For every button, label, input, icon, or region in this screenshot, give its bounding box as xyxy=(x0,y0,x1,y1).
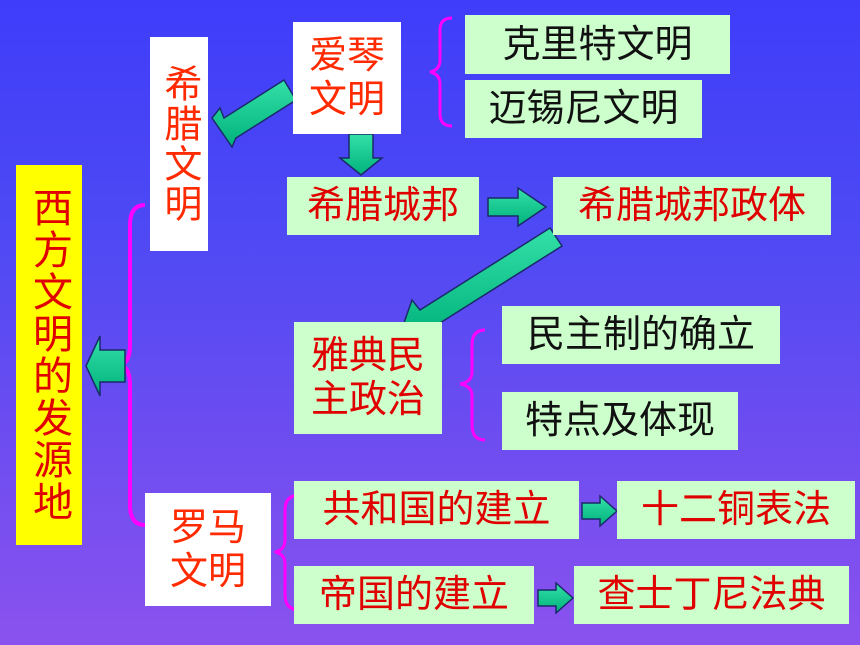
athens-brace xyxy=(459,328,486,442)
twelve-tables-label: 十二铜表法 xyxy=(640,487,831,532)
democracy-label: 民主制的确立 xyxy=(526,312,755,357)
polity-node: 希腊城邦政体 xyxy=(553,177,831,235)
arrow-aiqin-to-greece xyxy=(211,78,298,149)
arrow-empire-to-justinian xyxy=(537,581,575,615)
athens-node: 雅典民主政治 xyxy=(294,322,442,434)
justinian-node: 查士丁尼法典 xyxy=(574,566,849,624)
rome-label: 罗马文明 xyxy=(169,504,246,593)
rome-brace xyxy=(274,493,301,612)
mycenae-label: 迈锡尼文明 xyxy=(488,86,679,131)
democracy-node: 民主制的确立 xyxy=(502,306,780,364)
rome-node: 罗马文明 xyxy=(145,493,271,606)
features-node: 特点及体现 xyxy=(502,392,738,450)
greece-node: 希腊文明 xyxy=(150,37,208,251)
crete-label: 克里特文明 xyxy=(502,21,693,66)
arrow-citystate-to-polity xyxy=(487,186,548,228)
root-node: 西方文明的发源地 xyxy=(16,165,82,545)
polity-label: 希腊城邦政体 xyxy=(577,183,806,228)
republic-label: 共和国的建立 xyxy=(322,487,551,532)
arrow-republic-to-tables xyxy=(581,494,619,528)
athens-label: 雅典民主政治 xyxy=(310,333,425,421)
arrow-aiqin-to-citystate xyxy=(337,133,385,176)
city-state-label: 希腊城邦 xyxy=(306,183,459,228)
aiqin-label: 爱琴文明 xyxy=(308,33,385,121)
twelve-tables-node: 十二铜表法 xyxy=(617,481,855,539)
mycenae-node: 迈锡尼文明 xyxy=(465,80,702,138)
aiqin-node: 爱琴文明 xyxy=(293,22,401,134)
crete-node: 克里特文明 xyxy=(465,15,730,74)
city-state-node: 希腊城邦 xyxy=(287,177,479,235)
arrow-to-root xyxy=(85,335,126,397)
aiqin-brace xyxy=(429,16,453,128)
root-label: 西方文明的发源地 xyxy=(26,187,72,523)
republic-node: 共和国的建立 xyxy=(294,481,579,539)
greece-label: 希腊文明 xyxy=(157,64,202,224)
features-label: 特点及体现 xyxy=(524,398,715,443)
justinian-label: 查士丁尼法典 xyxy=(597,572,826,617)
empire-label: 帝国的建立 xyxy=(318,572,509,617)
empire-node: 帝国的建立 xyxy=(294,566,534,624)
